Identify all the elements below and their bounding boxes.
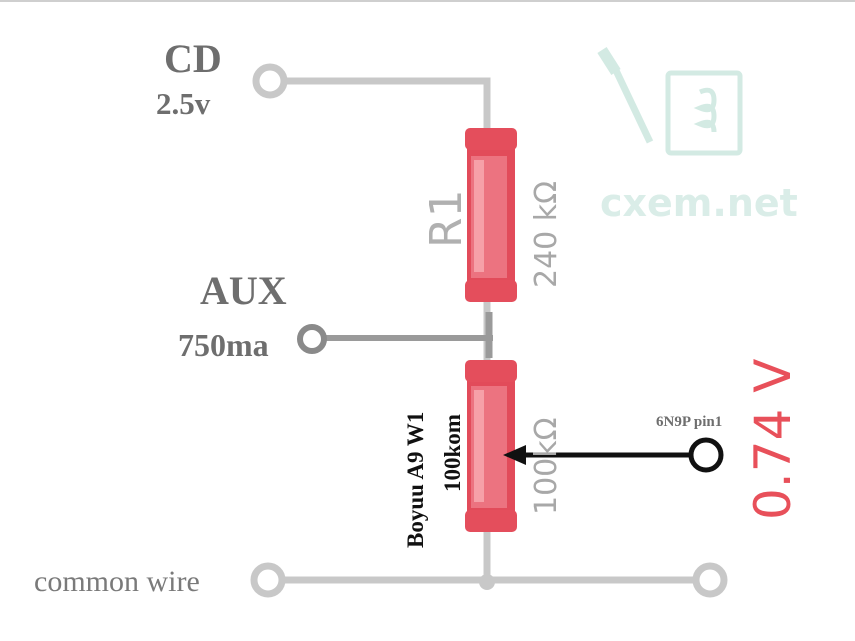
watermark: cxem.net [597, 47, 798, 225]
screwdriver-coil-icon [597, 47, 743, 156]
common-terminal-left [250, 562, 286, 598]
aux-label: AUX [200, 268, 287, 313]
pin1-terminal [688, 437, 724, 473]
aux-current-label: 750ma [178, 327, 269, 363]
wiper-arrow-icon [503, 445, 526, 465]
output-voltage-label: 0.74 V [744, 359, 802, 520]
common-junction-dot [479, 574, 495, 590]
cd-voltage-label: 2.5v [156, 86, 211, 121]
pot-model-value-label: 100kom [440, 414, 465, 492]
watermark-text: cxem.net [600, 181, 798, 225]
r1-value-label: 240 kΩ [529, 181, 564, 288]
pot-value-label: 100kΩ [529, 417, 564, 515]
common-wire-label: common wire [34, 565, 200, 598]
cd-terminal [252, 63, 288, 99]
cd-label: CD [164, 36, 222, 81]
resistor-r1 [465, 128, 517, 302]
r1-name-label: R1 [421, 189, 472, 248]
tube-pin-label: 6N9P pin1 [656, 414, 722, 430]
pot-model-label: Boyuu A9 W1 [403, 412, 428, 548]
potentiometer [465, 360, 517, 532]
aux-terminal [297, 324, 327, 354]
common-terminal-right [692, 562, 728, 598]
cd-wire [266, 77, 491, 134]
